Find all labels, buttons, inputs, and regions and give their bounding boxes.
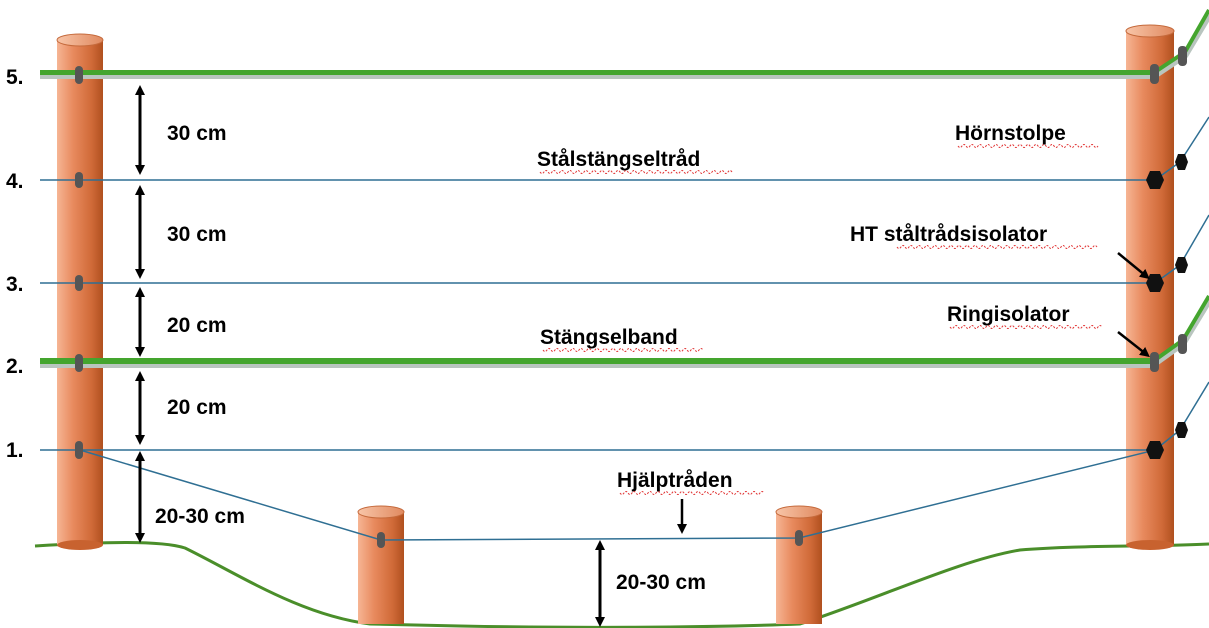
ht-insulators xyxy=(1146,154,1188,459)
label-steel-wire: Stålstängseltråd xyxy=(537,148,700,171)
row-label-5: 5. xyxy=(6,66,24,89)
label-fence-tape: Stängselband xyxy=(540,326,678,349)
spellcheck-ring-insulator xyxy=(949,325,1103,329)
ring-insulator-row-5-back xyxy=(1178,46,1187,66)
left-post xyxy=(56,33,104,550)
ribbon-row-5 xyxy=(40,9,1209,79)
ring-insulator-row-2 xyxy=(1150,352,1159,372)
row-label-4: 4. xyxy=(6,170,24,193)
measurement-4-3: 30 cm xyxy=(167,223,227,246)
spellcheck-helper-wire xyxy=(619,491,765,495)
ring-insulator-row-2-back xyxy=(1178,334,1187,354)
helper-post-left xyxy=(357,505,405,624)
helper-wire xyxy=(79,449,1156,541)
left-post-insulators xyxy=(75,66,83,459)
spellcheck-steel-wire xyxy=(539,170,733,174)
pointer-ht-insulator xyxy=(1117,252,1150,280)
ground-line xyxy=(34,541,1209,628)
measurement-5-4: 30 cm xyxy=(167,122,227,145)
label-helper-wire: Hjälptråden xyxy=(617,469,733,492)
helper-post-left-insulator xyxy=(377,532,385,548)
label-ht-insulator: HT ståltrådsisolator xyxy=(850,223,1047,246)
pointer-ring-insulator xyxy=(1117,331,1150,358)
row-label-1: 1. xyxy=(6,439,24,462)
measurement-1-ground: 20-30 cm xyxy=(155,505,245,528)
measurement-helper-ground: 20-30 cm xyxy=(616,571,706,594)
helper-post-right-insulator xyxy=(795,530,803,546)
label-ring-insulator: Ringisolator xyxy=(947,303,1070,326)
measurement-2-1: 20 cm xyxy=(167,396,227,419)
spellcheck-corner-post xyxy=(957,144,1099,148)
ring-insulator-row-5 xyxy=(1150,64,1159,84)
label-corner-post: Hörnstolpe xyxy=(955,122,1066,145)
row-label-3: 3. xyxy=(6,273,24,296)
helper-post-right xyxy=(775,505,823,624)
measurement-3-2: 20 cm xyxy=(167,314,227,337)
row-label-2: 2. xyxy=(6,355,24,378)
spellcheck-fence-tape xyxy=(542,348,704,352)
